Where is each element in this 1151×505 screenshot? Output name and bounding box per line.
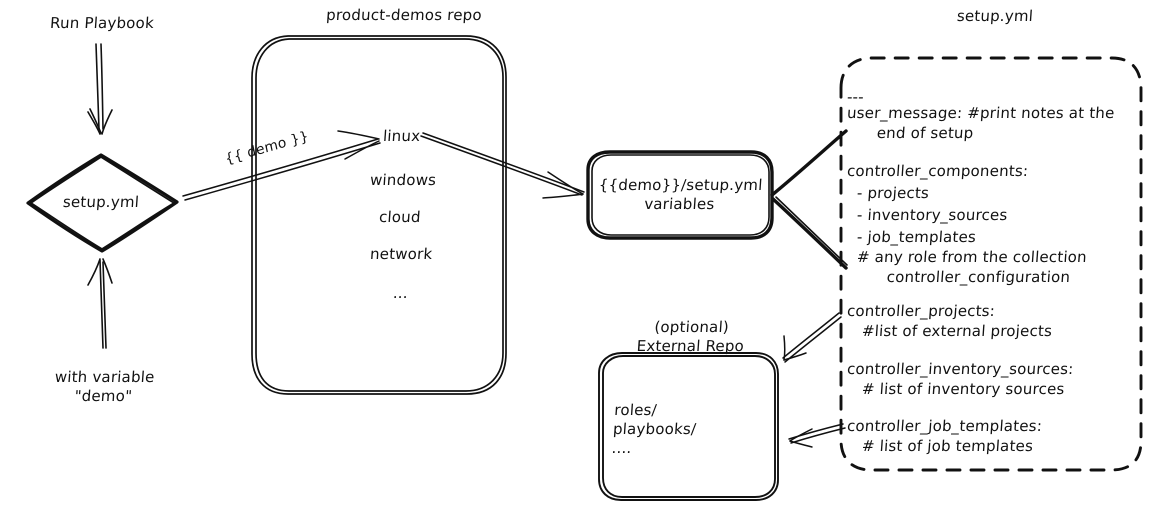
setup-yml-panel-box [839,56,1143,472]
setup-yml-panel-line-1: user_message: #print notes at the [846,104,1116,122]
setup-yml-panel-line-11: controller_projects: [846,302,996,320]
arrow-linux-to-vars [420,132,585,199]
product-demos-repo-box [251,35,507,395]
vars-node-box-inner [591,154,770,236]
setup-yml-diamond-shape [26,153,179,253]
repo-item-windows: windows [369,171,437,189]
setup-yml-panel-line-14: controller_inventory_sources: [846,360,1075,378]
arrow-run-playbook [87,43,113,135]
connector-vars-to-setup-lower [771,197,848,270]
setup-yml-panel-title: setup.yml [956,7,1034,25]
setup-yml-panel-line-5: - projects [846,184,930,202]
product-demos-repo-title: product-demos repo [325,6,483,24]
with-variable-label: with variable "demo" [54,368,156,406]
setup-yml-panel-line-4: controller_components: [846,162,1029,180]
setup-yml-panel-line-18: # list of job templates [846,437,1034,455]
setup-yml-diamond-shape-inner [30,156,175,250]
setup-yml-panel-line-6: - inventory_sources [846,206,1009,224]
connector-vars-to-setup-upper [770,129,848,197]
setup-yml-panel-line-9: controller_configuration [846,268,1071,286]
setup-yml-panel-line-12: #list of external projects [846,322,1053,340]
connector-vars-to-setup-lower-b [775,196,848,266]
setup-yml-panel-line-15: # list of inventory sources [846,380,1066,398]
setup-yml-panel-line-17: controller_job_templates: [846,417,1043,435]
setup-yml-panel-line-2: end of setup [846,124,975,142]
arrow-panel-to-external-repo-lower [788,423,846,448]
repo-item-cloud: cloud [378,208,422,226]
vars-node-label: {{demo}}/setup.yml variables [598,176,764,214]
external-repo-title: (optional) External Repo [636,318,745,356]
vars-node-box [586,150,774,240]
arrow-with-variable [87,258,113,349]
run-playbook-label: Run Playbook [49,14,155,32]
external-repo-box [598,352,779,501]
repo-item-ellipsis: ... [392,284,409,302]
arrow-panel-to-external-repo-upper [782,312,842,363]
setup-yml-diamond-label: setup.yml [62,193,140,211]
external-repo-contents: roles/ playbooks/ .... [611,401,697,458]
repo-item-linux: linux [382,127,421,145]
repo-item-network: network [369,245,433,263]
arrow-demo-to-linux [182,130,381,201]
setup-yml-panel-line-8: # any role from the collection [846,248,1088,266]
setup-yml-panel-line-7: - job_templates [846,228,977,246]
